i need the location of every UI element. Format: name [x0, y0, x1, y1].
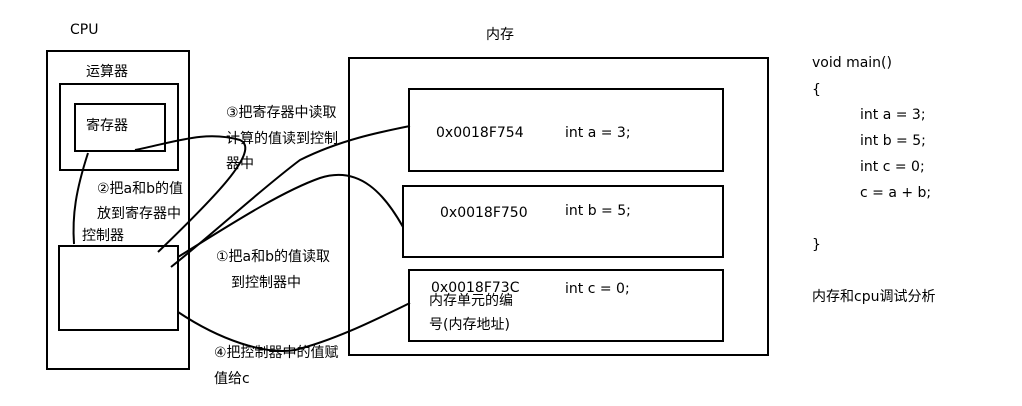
cell-a-code: int a = 3; — [565, 125, 631, 141]
step2-line1: ②把a和b的值 — [97, 181, 184, 197]
curve-register-to-controller — [72, 152, 89, 245]
code-line5: int c = 0; — [860, 159, 925, 175]
step3-line1: ③把寄存器中读取 — [226, 105, 337, 121]
step4-line1: ④把控制器中的值赋 — [214, 345, 339, 361]
curve-step1 — [177, 173, 404, 258]
memory-title: 内存 — [486, 27, 514, 43]
memory-cell-a — [408, 88, 724, 172]
curve-step2 — [134, 135, 247, 253]
cell-a-address: 0x0018F754 — [436, 125, 524, 141]
caption: 内存和cpu调试分析 — [812, 289, 936, 305]
memory-cell-c — [408, 269, 724, 342]
code-line6: c = a + b; — [860, 185, 932, 201]
step3-line3: 器中 — [226, 156, 254, 172]
cpu-title: CPU — [70, 22, 99, 38]
memory-box — [348, 57, 769, 356]
alu-box — [59, 83, 179, 171]
curve-step3 — [170, 125, 411, 268]
cpu-box — [46, 50, 190, 370]
address-note-line1: 内存单元的编 — [429, 293, 513, 309]
cell-c-code: int c = 0; — [565, 281, 630, 297]
code-line2: { — [812, 82, 821, 98]
code-line3: int a = 3; — [860, 107, 926, 123]
register-label: 寄存器 — [86, 118, 128, 134]
address-note-line2: 号(内存地址) — [429, 317, 510, 333]
controller-label: 控制器 — [82, 228, 124, 244]
code-line7: } — [812, 237, 821, 253]
code-line4: int b = 5; — [860, 133, 926, 149]
memory-cell-b — [402, 185, 724, 258]
alu-label: 运算器 — [86, 64, 128, 80]
cell-b-code: int b = 5; — [565, 203, 631, 219]
controller-box — [58, 245, 179, 331]
cell-b-address: 0x0018F750 — [440, 205, 528, 221]
register-box — [74, 103, 166, 152]
step1-line1: ①把a和b的值读取 — [216, 249, 331, 265]
step1-line2: 到控制器中 — [231, 275, 301, 291]
step3-line2: 计算的值读到控制 — [226, 131, 338, 147]
step4-line2: 值给c — [214, 371, 250, 387]
cell-c-address: 0x0018F73C — [431, 280, 520, 296]
code-line1: void main() — [812, 55, 892, 71]
curve-step4 — [177, 302, 411, 352]
step2-line2: 放到寄存器中 — [97, 206, 181, 222]
